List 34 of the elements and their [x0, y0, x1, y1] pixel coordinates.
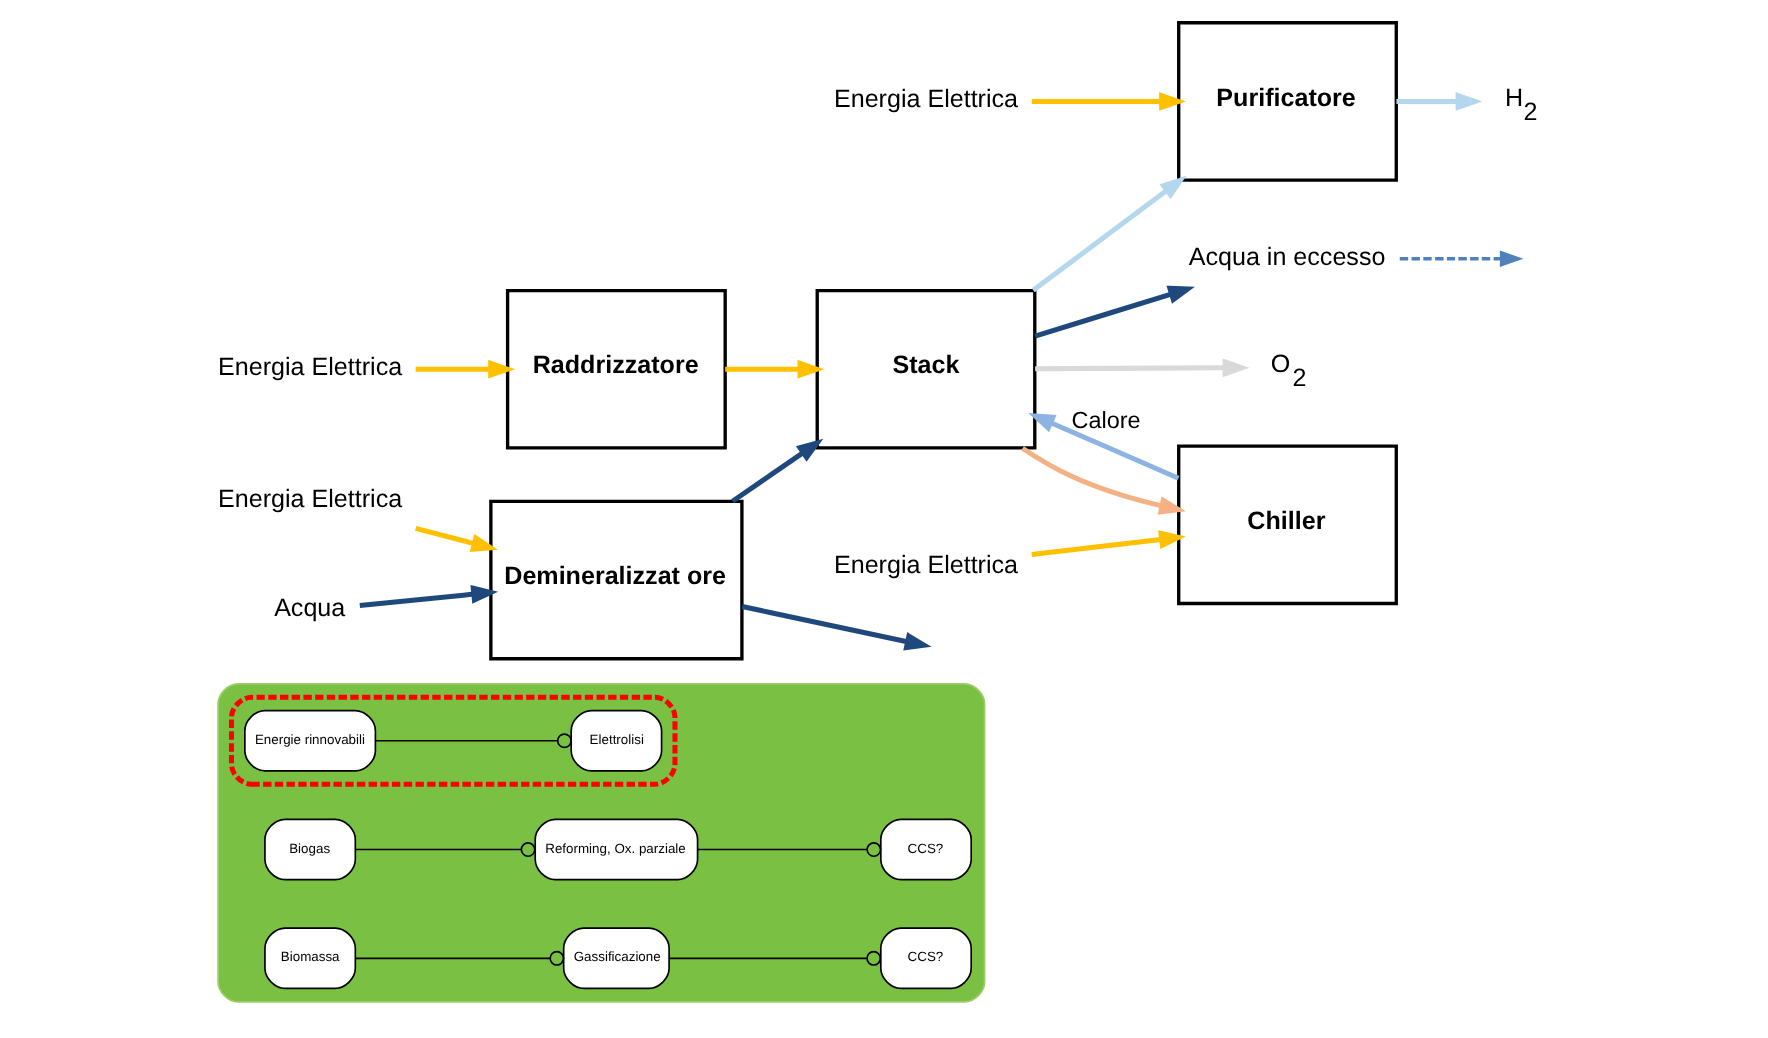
arrow	[414, 359, 515, 379]
arrow	[740, 604, 931, 651]
node-box: Chiller	[1176, 444, 1397, 606]
arrow	[1398, 250, 1523, 267]
arrow	[1030, 92, 1185, 111]
node-text: Energia Elettrica	[217, 353, 402, 382]
connector	[354, 950, 564, 966]
arrow	[724, 359, 824, 379]
cluster	[227, 694, 677, 787]
connector	[667, 950, 881, 966]
edge-label: Calore	[1070, 408, 1140, 435]
node-text: Energia Elettrica	[217, 485, 402, 514]
arrow	[1030, 175, 1186, 293]
arrow	[1034, 358, 1249, 378]
arrow	[1030, 530, 1185, 558]
connector	[695, 842, 881, 858]
node-box: Stack	[814, 288, 1036, 450]
arrow	[1395, 92, 1482, 111]
node-box: Demineralizzat ore	[488, 499, 743, 661]
arrow	[414, 525, 497, 553]
connector	[354, 842, 535, 858]
node-text: Acqua in eccesso	[1187, 242, 1385, 271]
node-box: Raddrizzatore	[504, 288, 726, 450]
arrow	[730, 438, 823, 504]
node-box: Purificatore	[1176, 21, 1397, 182]
node-text: Acqua	[273, 594, 345, 623]
connector	[374, 733, 571, 749]
arrow	[1033, 285, 1194, 339]
node-text: Energia Elettrica	[832, 550, 1018, 579]
arrow	[1027, 412, 1179, 481]
arrow	[358, 585, 498, 608]
cluster	[216, 683, 985, 1003]
node-text: Energia Elettrica	[832, 85, 1018, 114]
arrow	[1020, 446, 1185, 515]
